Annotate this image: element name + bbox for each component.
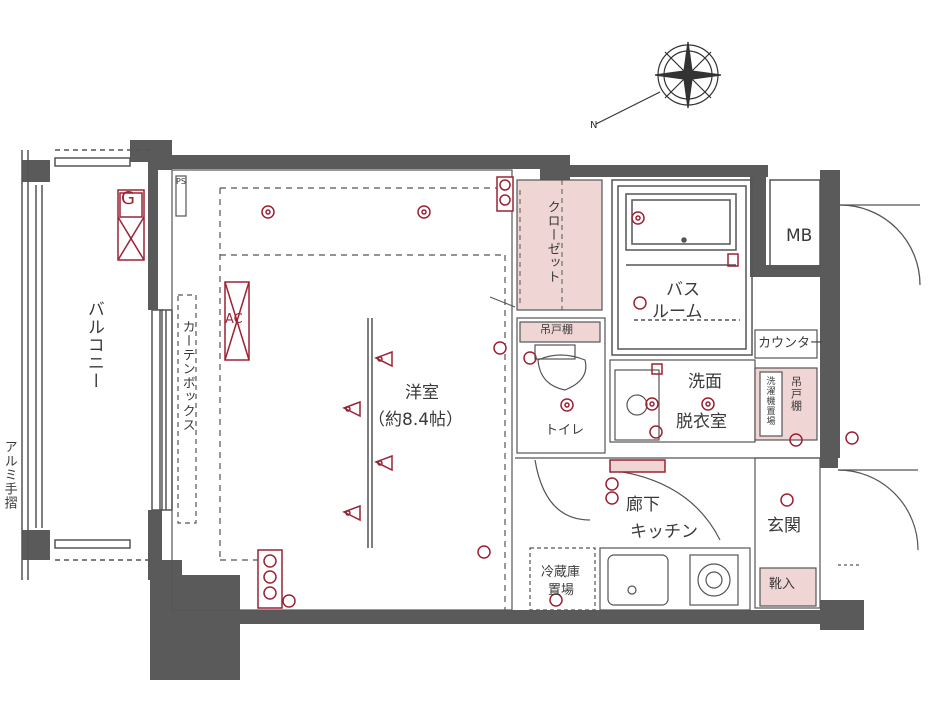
toilet-label: トイレ (545, 423, 585, 438)
gas-meter-icon (117, 189, 145, 261)
fridge-label-line2: 置場 (548, 583, 575, 598)
mb-door (839, 204, 921, 286)
western-room-label: 洋室 (405, 383, 439, 403)
mb-label: MB (786, 226, 813, 246)
spotlight-icon (342, 350, 393, 522)
entrance-light-icon (780, 493, 794, 507)
mb-box (769, 179, 821, 269)
shoe-box-label: 靴入 (769, 577, 796, 592)
compass-icon: N (590, 41, 722, 131)
ps-label: PS (176, 177, 186, 186)
bath-label-line2: ルーム (652, 302, 703, 322)
entrance-area (754, 457, 919, 609)
bath-label-line1: バス (666, 280, 700, 300)
walls (22, 140, 864, 680)
gas-meter-label: G (121, 188, 135, 209)
kitchen-label: キッチン (630, 522, 698, 542)
bath-fixture-icon (631, 211, 739, 310)
outlet-icon (257, 176, 514, 609)
curtain-box-label: カーテンボックス (179, 320, 195, 432)
lighting-rail (367, 318, 373, 548)
hallway-label: 廊下 (626, 495, 660, 515)
balcony-label: バルコニー (83, 300, 104, 390)
fridge-label-line1: 冷蔵庫 (541, 565, 581, 580)
balcony-area (21, 149, 150, 580)
svg-text:N: N (590, 120, 597, 131)
counter-label: カウンター (758, 336, 824, 351)
western-room-size-label: （約8.4帖） (368, 410, 464, 430)
washroom-label-line2: 脱衣室 (676, 412, 727, 432)
washroom-label-line1: 洗面 (688, 372, 722, 392)
hallway-kitchen (515, 457, 820, 611)
toilet-shelf-label: 吊戸棚 (540, 323, 573, 336)
toilet-room (516, 317, 606, 454)
closet-label: クローゼット (544, 200, 560, 284)
ac-label: AC (225, 312, 243, 327)
western-room (171, 169, 513, 611)
ceiling-light-icon (261, 205, 431, 219)
aluminum-rail-label: アルミ手摺 (1, 440, 17, 510)
washroom (609, 329, 818, 443)
ac-unit-icon (224, 281, 250, 361)
washer-space-label: 洗濯機置場 (764, 376, 775, 426)
washroom-fixture-icon (645, 363, 859, 447)
entrance-label: 玄関 (767, 516, 801, 536)
wash-shelf-label: 吊戸棚 (789, 376, 803, 412)
closet-area (489, 179, 603, 311)
kitchen-fixture-icon (549, 459, 666, 607)
bathroom (611, 179, 753, 356)
balcony-window (151, 309, 173, 511)
toilet-light-icon (523, 351, 574, 412)
